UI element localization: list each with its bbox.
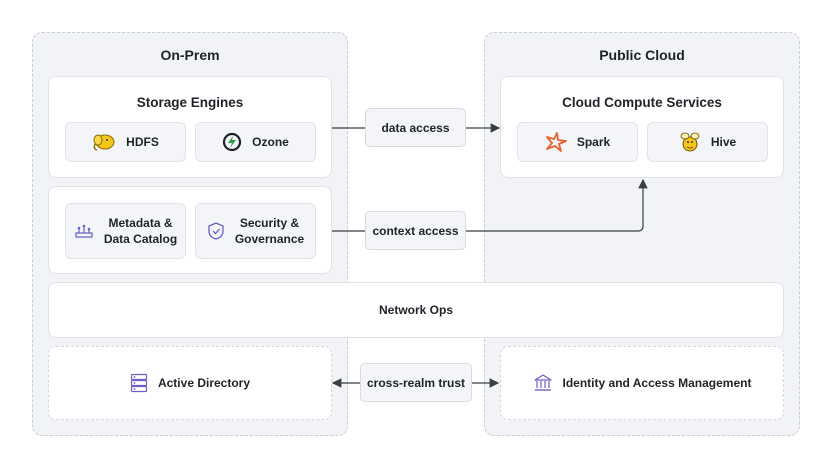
storage-engines-title: Storage Engines xyxy=(136,95,244,110)
data-access-label: data access xyxy=(365,108,466,147)
storage-engines-panel: Storage Engines HDFS Ozone xyxy=(48,76,332,178)
active-directory-label: Active Directory xyxy=(157,376,251,390)
server-stack-icon xyxy=(130,373,148,393)
cloud-compute-title: Cloud Compute Services xyxy=(562,95,722,110)
security-governance-chip[interactable]: Security & Governance xyxy=(195,203,316,259)
shield-icon xyxy=(207,221,225,241)
hive-label: Hive xyxy=(710,135,737,149)
governance-panel: Metadata & Data Catalog Security & Gover… xyxy=(48,186,332,274)
hive-chip[interactable]: Hive xyxy=(647,122,768,162)
ozone-chip[interactable]: Ozone xyxy=(195,122,316,162)
hdfs-label: HDFS xyxy=(126,135,159,149)
metadata-label-line2: Data Catalog xyxy=(103,232,178,246)
institution-icon xyxy=(533,373,553,393)
catalog-icon xyxy=(74,223,94,239)
iam-panel: Identity and Access Management xyxy=(500,346,784,420)
iam-label: Identity and Access Management xyxy=(562,376,752,390)
hdfs-chip[interactable]: HDFS xyxy=(65,122,186,162)
cloud-title: Public Cloud xyxy=(599,47,685,63)
hadoop-elephant-icon xyxy=(92,132,116,152)
network-ops-label: Network Ops xyxy=(378,303,453,317)
metadata-label-line1: Metadata & xyxy=(108,216,173,230)
security-label-line1: Security & xyxy=(239,216,300,230)
spark-label: Spark xyxy=(576,135,611,149)
spark-icon xyxy=(545,132,567,152)
active-directory-panel: Active Directory xyxy=(48,346,332,420)
ozone-icon xyxy=(222,132,242,152)
ozone-label: Ozone xyxy=(252,135,289,149)
cloud-compute-panel: Cloud Compute Services Spark Hive xyxy=(500,76,784,178)
context-access-label: context access xyxy=(365,211,466,250)
hive-icon xyxy=(679,131,701,153)
cross-realm-trust-label: cross-realm trust xyxy=(360,363,472,402)
onprem-title: On-Prem xyxy=(160,47,220,63)
network-ops-bar: Network Ops xyxy=(48,282,784,338)
spark-chip[interactable]: Spark xyxy=(517,122,638,162)
metadata-catalog-chip[interactable]: Metadata & Data Catalog xyxy=(65,203,186,259)
security-label-line2: Governance xyxy=(234,232,305,246)
